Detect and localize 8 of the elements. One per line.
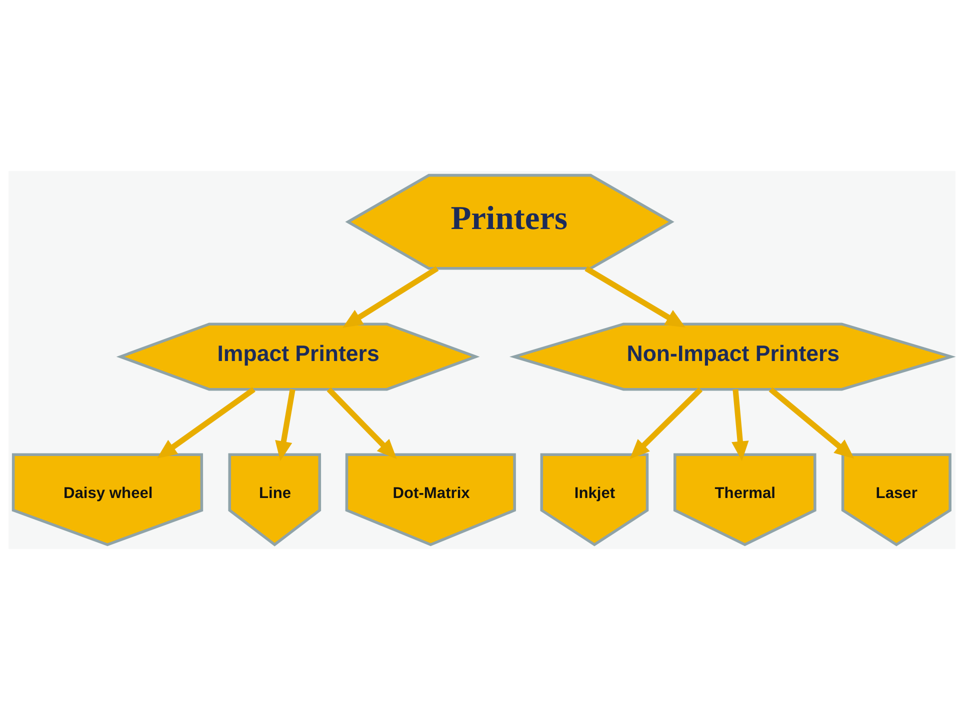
arrow bbox=[630, 387, 703, 459]
arrow bbox=[584, 266, 686, 328]
arrow bbox=[157, 387, 256, 458]
arrow bbox=[326, 387, 397, 460]
arrow bbox=[768, 387, 854, 459]
arrow bbox=[732, 389, 749, 462]
arrow bbox=[342, 266, 439, 328]
arrow bbox=[275, 388, 296, 461]
